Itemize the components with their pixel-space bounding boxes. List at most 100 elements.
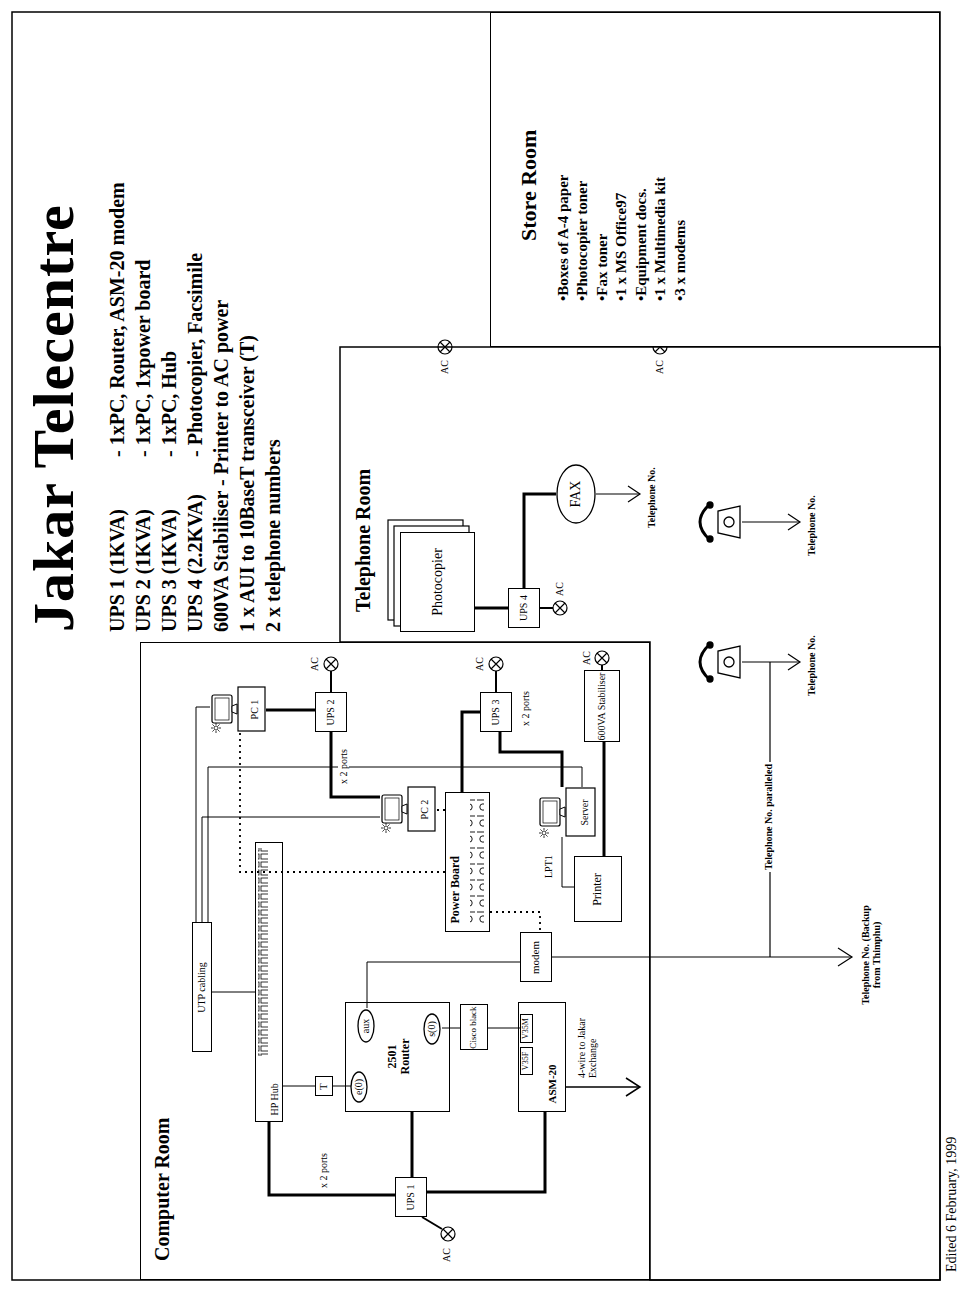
node-label: Printer (591, 873, 604, 906)
power-cable (524, 494, 556, 588)
power-sun (381, 828, 383, 829)
data-cable (442, 1028, 460, 1029)
cable-box: Cisco black (460, 1005, 488, 1051)
telephone-icon (707, 536, 713, 542)
data-cable (208, 767, 582, 922)
label-holder: UPS 1 (1KVA) (106, 509, 128, 632)
computer-drawing (211, 688, 265, 734)
page-title: Jakar Telecentre (22, 204, 87, 632)
telephone-icon (718, 506, 740, 538)
store-item: •Equipment docs. (632, 188, 652, 301)
ac-socket (595, 651, 609, 665)
label-holder: x 2 ports (520, 691, 531, 726)
ac-socket (441, 1227, 455, 1241)
room: Store Room•Boxes of A-4 paper•Photocopie… (490, 12, 940, 347)
node-label: V35F (522, 1052, 531, 1070)
node-label: UPS 1 (405, 1185, 416, 1211)
label-holder: - Photocopier, Facsimile (184, 253, 206, 457)
telephone-icon (700, 502, 740, 542)
node-label: UTP cabling (196, 962, 207, 1012)
ac-socket (597, 653, 607, 663)
label-holder: AC (474, 657, 485, 671)
label-holder: AC (654, 360, 665, 374)
monitor (540, 799, 560, 827)
power-board: Power Board (445, 793, 490, 933)
line-to-exchange (566, 1086, 640, 1088)
printer-box: Printer (574, 857, 622, 923)
ac-socket (441, 1227, 455, 1241)
monitor-stand (232, 705, 237, 715)
power-sun (543, 837, 544, 839)
telephone-lines (596, 493, 640, 494)
power-label: AC (441, 1248, 452, 1262)
node-label: PC 1 (249, 700, 260, 720)
monitor (212, 696, 232, 724)
node-label: modem (529, 941, 541, 974)
power-label: AC (554, 582, 565, 596)
node-label: FAX (568, 481, 584, 508)
equipment-list: UPS 1 (1KVA) (106, 509, 128, 632)
hub-ports (258, 848, 268, 1056)
data-cable (333, 1086, 351, 1087)
line-note: Telephone No. (806, 495, 817, 556)
computer-drawing (381, 788, 435, 834)
edit-note: Edited 6 February, 1999 (944, 1137, 960, 1272)
telephone-lines (838, 948, 852, 966)
port-note: x 2 ports (520, 691, 531, 726)
computer-case (408, 788, 435, 832)
power-label: AC (654, 360, 665, 374)
ac-socket (324, 657, 338, 671)
power-sun (218, 731, 219, 732)
monitor-stand (560, 808, 565, 818)
monitor (382, 796, 402, 824)
ac-socket (595, 651, 609, 665)
power-sun (214, 727, 218, 731)
power-label: AC (581, 651, 592, 665)
power-sun (546, 830, 547, 831)
telephone-lines (628, 486, 640, 502)
port-note: x 2 ports (318, 1153, 329, 1188)
node-label: UPS 3 (490, 700, 501, 726)
power-sun (385, 832, 386, 834)
ac-socket (555, 603, 565, 613)
power-cable (475, 607, 508, 610)
ups-box: UPS 4 (508, 588, 540, 628)
label-holder: UPS 4 (2.2KVA) (184, 494, 206, 632)
computer-icon: Server (538, 788, 596, 838)
port-circle: e(0) (350, 1071, 368, 1103)
power-sun (539, 829, 549, 839)
monitor-screen (385, 799, 399, 821)
transceiver-box: T (315, 1077, 333, 1097)
node-label: aux (360, 1019, 371, 1033)
power-lead (490, 912, 540, 932)
page-frame (12, 12, 940, 1280)
telephone-icon (707, 676, 713, 682)
room: UTP cablingHP HubUPS 1Te(0)auxs(0)2501 R… (140, 642, 650, 1280)
power-sun (543, 829, 544, 831)
data-cable (202, 817, 380, 922)
monitor-stand (402, 805, 407, 815)
label-holder: - 1xPC, Router, ASM-20 modem (106, 182, 128, 457)
modem-box: modem (520, 933, 552, 983)
store-item: •3 x modems (671, 220, 691, 301)
equipment-list: 2 x telephone numbers (262, 439, 284, 632)
telephone-icon (724, 517, 734, 527)
node-label: Power Board (449, 856, 462, 923)
telephone-lines (552, 956, 852, 957)
store-item: •Fax toner (593, 234, 613, 301)
ac-socket (489, 657, 503, 671)
ac-cords (330, 671, 332, 692)
label-holder: 2 x telephone numbers (262, 439, 284, 632)
ups-box: UPS 2 (315, 693, 347, 733)
power-cable (603, 742, 606, 856)
telephone-icon (707, 642, 713, 648)
power-outlets (470, 798, 484, 926)
label-holder: AC (581, 651, 592, 665)
label-holder: - 1xPC, Hub (158, 351, 180, 457)
telephone-lines (788, 514, 800, 530)
node-label: Server (579, 799, 590, 825)
label-holder: Telephone No. (806, 495, 817, 556)
data-cable (488, 1028, 521, 1029)
line-note: 4-wire to Jakar Exchange (576, 994, 598, 1078)
